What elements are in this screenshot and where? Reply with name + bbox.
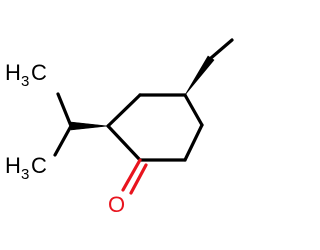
atom-oxygen: O bbox=[108, 192, 125, 217]
bond-isopropyl-lower bbox=[53, 124, 73, 157]
atom-c-top: C bbox=[31, 60, 47, 85]
wedge-bond-methyl bbox=[184, 55, 215, 96]
bond-c4-c5 bbox=[183, 93, 204, 127]
bond-methyl-stub bbox=[209, 38, 234, 60]
atom-h-top: H bbox=[5, 60, 21, 85]
bond-c2-c3 bbox=[106, 93, 142, 128]
atom-subscript-top: 3 bbox=[21, 73, 29, 90]
atom-label-h3c-bottom: H 3 C bbox=[5, 153, 47, 183]
bond-isopropyl-upper bbox=[56, 92, 73, 128]
bond-c1-c2 bbox=[106, 124, 142, 162]
atom-c-bottom: C bbox=[31, 153, 47, 178]
atom-subscript-bottom: 3 bbox=[21, 166, 29, 183]
bond-carbonyl-outer bbox=[121, 158, 142, 192]
bond-c5-c6 bbox=[183, 123, 204, 162]
atom-label-h3c-top: H 3 C bbox=[5, 60, 47, 90]
wedge-bond-isopropyl bbox=[70, 121, 109, 131]
structure-canvas: H 3 C H 3 C O bbox=[5, 38, 234, 217]
atom-h-bottom: H bbox=[5, 153, 21, 178]
bond-carbonyl-inner bbox=[129, 163, 148, 195]
molecule-structure: H 3 C H 3 C O bbox=[5, 38, 234, 217]
